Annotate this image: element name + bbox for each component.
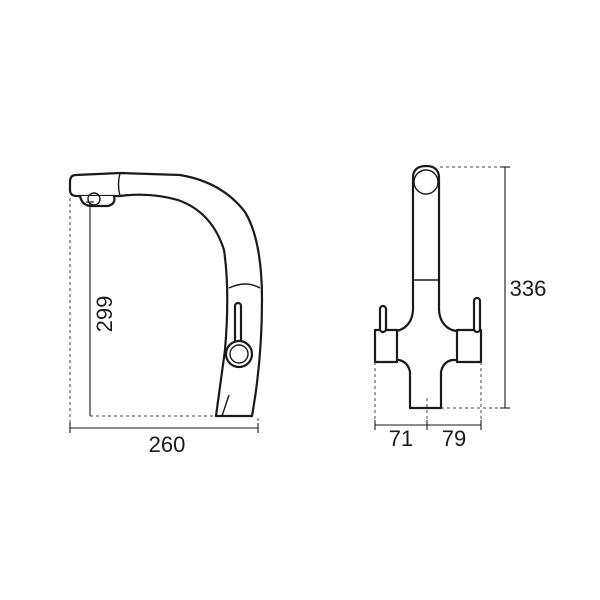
front-view-right-handle <box>455 328 483 364</box>
side-view-lever-knob-inner <box>229 344 249 364</box>
front-view-left-lever <box>378 304 388 334</box>
front-view-dimensions: 336 71 79 <box>374 166 547 451</box>
side-view <box>68 171 264 418</box>
side-view-spray-head-joint <box>117 172 121 197</box>
front-view-right-offset-label: 79 <box>442 426 466 451</box>
side-view-height-label: 299 <box>92 296 117 333</box>
front-view-left-offset-label: 71 <box>389 426 413 451</box>
front-view-height-label: 336 <box>510 276 547 301</box>
side-view-pullout-seam <box>228 283 261 289</box>
front-view-left-handle <box>373 328 399 364</box>
front-view-right-lever <box>472 296 482 334</box>
side-view-nozzle-ring <box>87 192 101 206</box>
side-view-width-label: 260 <box>149 432 186 457</box>
side-view-body-outline <box>68 171 264 418</box>
side-view-lever-stem <box>233 301 243 345</box>
side-view-lower-edge <box>221 394 230 417</box>
front-view-body-outline <box>386 164 466 410</box>
front-view-spout-cap <box>413 169 439 195</box>
side-view-dimensions: 299 260 <box>69 198 259 457</box>
front-view <box>373 164 483 410</box>
